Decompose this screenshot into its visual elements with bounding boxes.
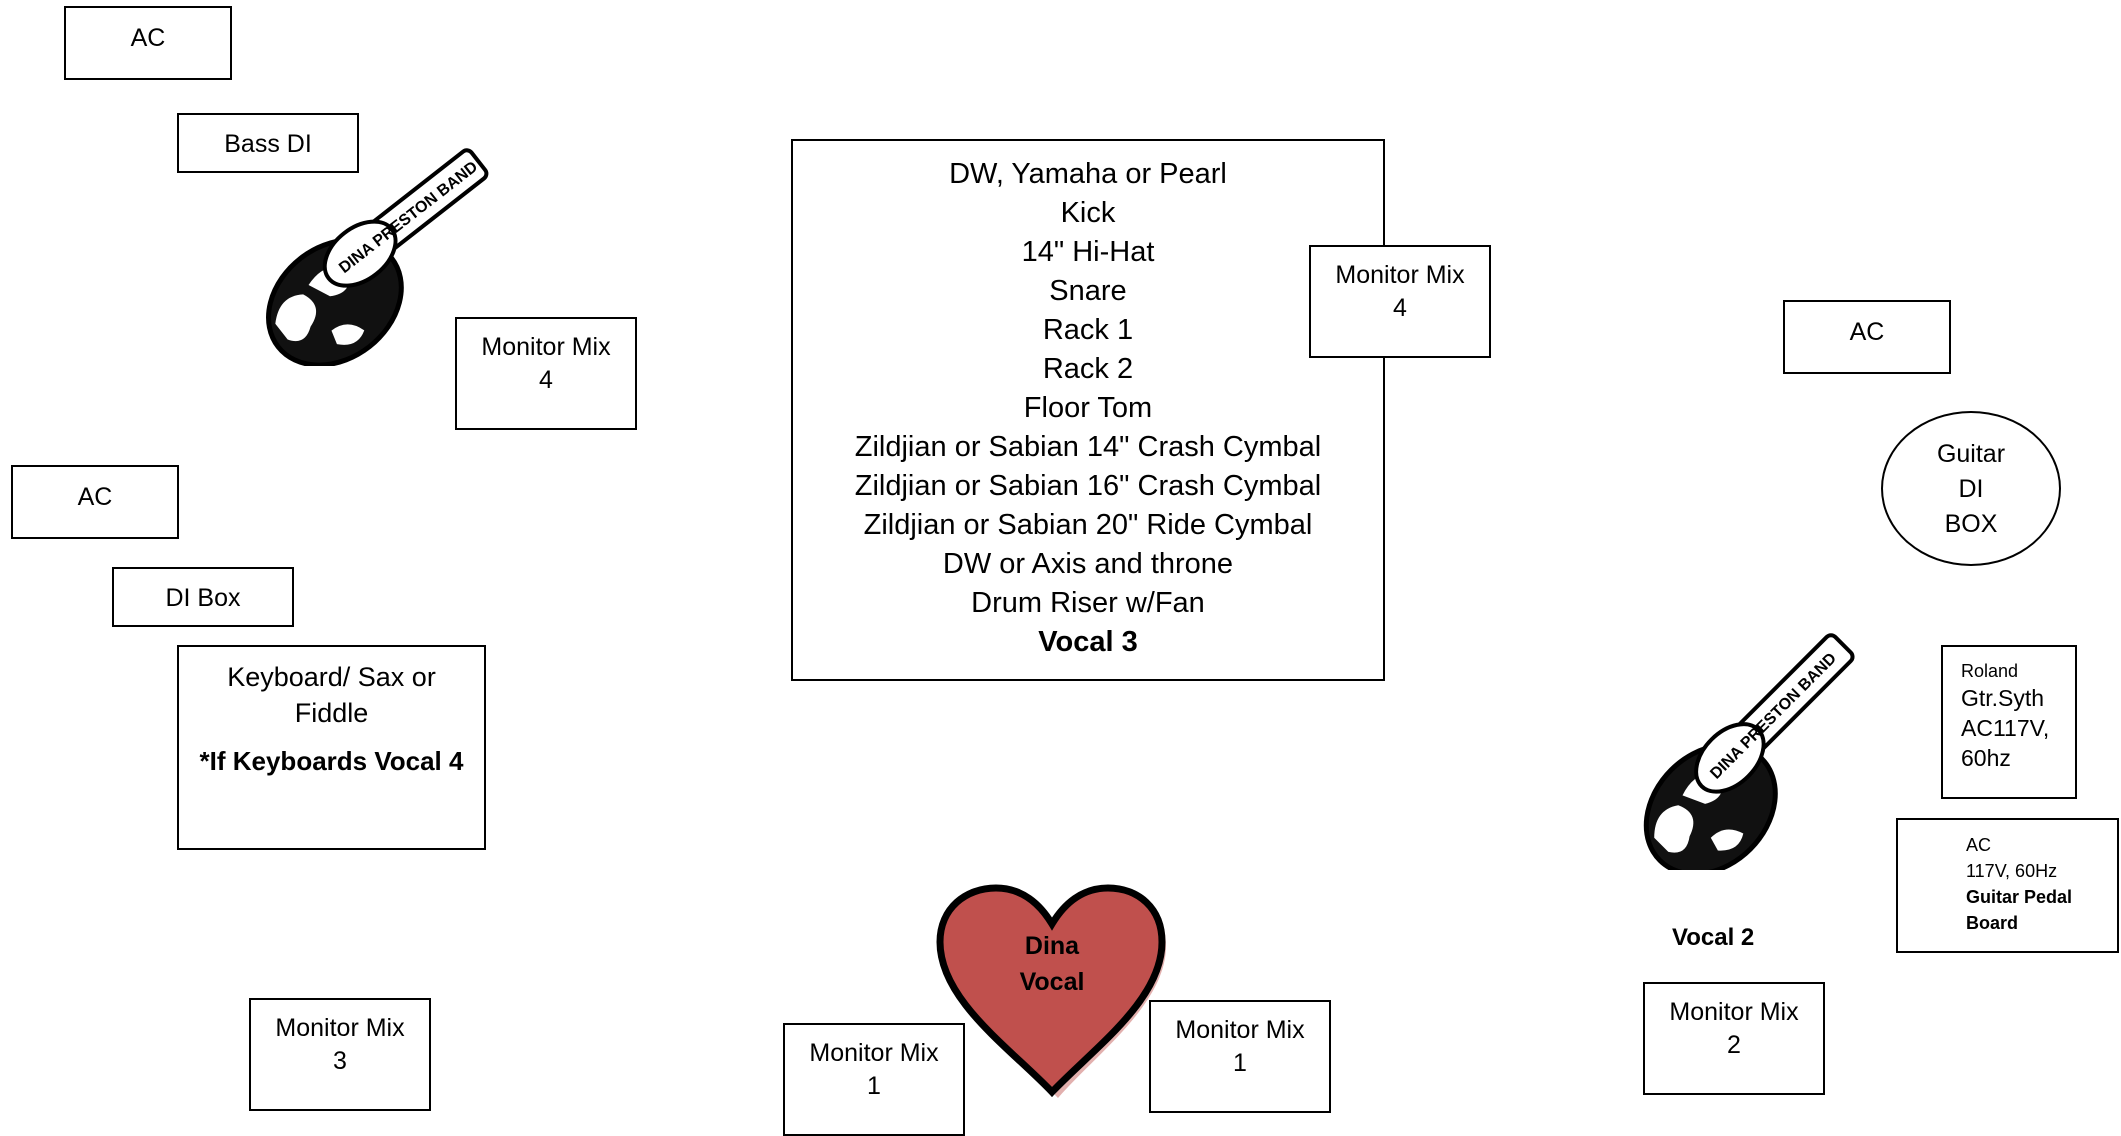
keyboard-vocal-note: *If Keyboards Vocal 4 — [199, 746, 464, 776]
drum-line: 14" Hi-Hat — [1021, 236, 1155, 268]
monitor-mix-2: Monitor Mix 2 — [1643, 982, 1825, 1095]
bass-di-box: Bass DI — [177, 113, 359, 173]
pedal-line-1: AC — [1966, 835, 1992, 855]
drum-vocal-label: Vocal 3 — [1038, 626, 1138, 658]
monitor-mix-number: 4 — [1393, 294, 1407, 322]
pedal-line-2: 117V, 60Hz — [1966, 861, 2058, 881]
drum-line: Zildjian or Sabian 16" Crash Cymbal — [854, 470, 1322, 502]
roland-line-1: Roland — [1961, 661, 2019, 681]
keyboard-label-line-2: Fiddle — [294, 698, 369, 728]
monitor-mix-4-left: Monitor Mix 4 — [455, 317, 637, 430]
logo-text: DINA PRESTON BAND — [1707, 650, 1840, 783]
monitor-mix-1-right: Monitor Mix 1 — [1149, 1000, 1331, 1113]
monitor-mix-label: Monitor Mix — [481, 333, 611, 361]
monitor-mix-4-drums: Monitor Mix 4 — [1309, 245, 1491, 358]
dina-vocal-heart-icon: Dina Vocal — [936, 884, 1166, 1098]
drum-line: Rack 1 — [1042, 314, 1134, 346]
guitar-pedal-board-box: AC 117V, 60Hz Guitar Pedal Board — [1896, 818, 2119, 953]
roland-synth-box: Roland Gtr.Syth AC117V, 60hz — [1941, 645, 2077, 799]
guitar-di-line-3: BOX — [1944, 510, 1998, 538]
di-box-label: DI Box — [165, 584, 241, 612]
ac-outlet-top-left: AC — [64, 6, 232, 80]
ac-label: AC — [130, 24, 166, 52]
drum-line: Zildjian or Sabian 14" Crash Cymbal — [854, 431, 1322, 463]
drum-kit-box: DW, Yamaha or Pearl Kick 14" Hi-Hat Snar… — [791, 139, 1385, 681]
bass-di-label: Bass DI — [224, 130, 312, 158]
vocal-2-label: Vocal 2 — [1672, 924, 1755, 951]
ac-label: AC — [1849, 318, 1885, 346]
pedal-line-3: Guitar Pedal — [1966, 887, 2073, 907]
monitor-mix-number: 1 — [1233, 1049, 1247, 1077]
keyboard-label-line-1: Keyboard/ Sax or — [227, 662, 436, 692]
ac-label: AC — [77, 483, 113, 511]
roland-line-4: 60hz — [1961, 745, 2011, 771]
monitor-mix-1-left: Monitor Mix 1 — [783, 1023, 965, 1136]
guitar-logo-icon: DINA PRESTON BAND — [1643, 633, 1855, 870]
drum-line: Floor Tom — [1023, 392, 1153, 424]
monitor-mix-number: 1 — [867, 1072, 881, 1100]
drum-line: DW, Yamaha or Pearl — [949, 158, 1227, 190]
roland-line-2: Gtr.Syth — [1961, 685, 2045, 711]
roland-line-3: AC117V, — [1961, 715, 2050, 741]
heart-label-line-1: Dina — [1025, 932, 1080, 960]
monitor-mix-3: Monitor Mix 3 — [249, 998, 431, 1111]
drum-line: Kick — [1060, 197, 1116, 229]
monitor-mix-number: 3 — [333, 1047, 347, 1075]
drum-line: Snare — [1049, 275, 1127, 307]
guitar-di-line-1: Guitar — [1936, 440, 2006, 468]
pedal-line-4: Board — [1966, 913, 2019, 933]
keyboard-box: Keyboard/ Sax or Fiddle *If Keyboards Vo… — [177, 645, 486, 850]
drum-line: DW or Axis and throne — [942, 548, 1234, 580]
monitor-mix-label: Monitor Mix — [275, 1014, 405, 1042]
ac-outlet-mid-left: AC — [11, 465, 179, 539]
guitar-di-box: Guitar DI BOX — [1881, 411, 2061, 566]
monitor-mix-label: Monitor Mix — [809, 1039, 939, 1067]
drum-line: Drum Riser w/Fan — [971, 587, 1205, 619]
heart-label-line-2: Vocal — [1020, 968, 1085, 996]
guitar-di-line-2: DI — [1958, 475, 1984, 503]
drum-line: Rack 2 — [1042, 353, 1134, 385]
monitor-mix-label: Monitor Mix — [1335, 261, 1465, 289]
heart-shape — [936, 884, 1166, 1098]
drum-line: Zildjian or Sabian 20" Ride Cymbal — [863, 509, 1313, 541]
ac-outlet-right: AC — [1783, 300, 1951, 374]
monitor-mix-number: 4 — [539, 366, 553, 394]
monitor-mix-label: Monitor Mix — [1175, 1016, 1305, 1044]
di-box: DI Box — [112, 567, 294, 627]
monitor-mix-number: 2 — [1727, 1031, 1741, 1059]
logo-text: DINA PRESTON BAND — [336, 158, 481, 276]
monitor-mix-label: Monitor Mix — [1669, 998, 1799, 1026]
guitar-logo-icon: DINA PRESTON BAND — [266, 148, 489, 366]
